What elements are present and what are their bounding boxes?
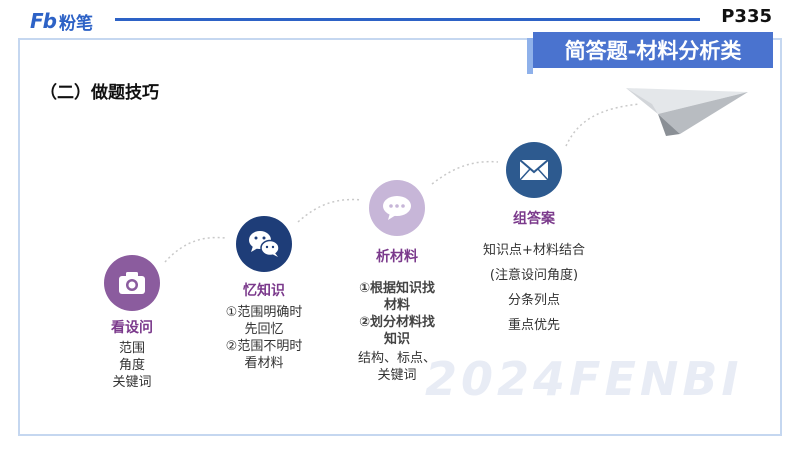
fenbi-logo: Fb 粉笔	[30, 8, 93, 34]
step2-line: ②范围不明时	[225, 339, 303, 354]
step4-circle	[506, 142, 562, 198]
step3-line: 知识	[383, 332, 410, 347]
wechat-icon	[249, 231, 280, 257]
step3-key-points: ①根据知识找 材料 ②划分材料找 知识	[347, 280, 447, 348]
slide-frame	[18, 38, 782, 436]
section-title: （二）做题技巧	[40, 83, 159, 103]
step4-line: 知识点+材料结合	[483, 243, 585, 258]
step2-circle	[236, 216, 292, 272]
step3-line: 材料	[383, 298, 410, 313]
logo-text: 粉笔	[58, 13, 93, 34]
step3-line: 关键词	[377, 368, 417, 383]
step1-title: 看设问	[111, 320, 153, 336]
paper-plane-icon	[626, 88, 748, 136]
step3-line: ②划分材料找	[358, 315, 435, 330]
step3-line: ①根据知识找	[358, 281, 435, 296]
step4-line: (注意设问角度)	[489, 268, 579, 283]
logo-fb-mark: Fb	[30, 9, 57, 33]
header-rule	[115, 18, 700, 21]
step1-description: 范围 角度 关键词	[92, 340, 172, 391]
step2-line: ①范围明确时	[225, 305, 303, 320]
step4-description: 知识点+材料结合 (注意设问角度) 分条列点 重点优先	[474, 238, 594, 338]
step2-line: 看材料	[244, 356, 284, 371]
step1-line: 范围	[118, 341, 145, 356]
envelope-icon	[519, 159, 549, 181]
step2-title: 忆知识	[243, 283, 285, 299]
page-number: P335	[721, 6, 772, 27]
step3-title: 析材料	[376, 249, 418, 265]
watermark: 2024FENBI	[425, 352, 743, 406]
camera-icon	[119, 272, 145, 294]
step4-title: 组答案	[513, 211, 555, 227]
step3-circle	[369, 180, 425, 236]
step4-line: 分条列点	[507, 293, 560, 308]
step1-line: 关键词	[112, 375, 152, 390]
step2-line: 先回忆	[244, 322, 284, 337]
banner-accent	[527, 38, 533, 74]
step4-line: 重点优先	[507, 318, 560, 333]
chat-bubble-icon	[383, 196, 411, 220]
step1-circle	[104, 255, 160, 311]
step3-description: 结构、标点、 关键词	[347, 350, 447, 384]
step2-description: ①范围明确时 先回忆 ②范围不明时 看材料	[214, 304, 314, 372]
topic-banner: 简答题-材料分析类	[533, 32, 773, 68]
step3-line: 结构、标点、	[357, 351, 436, 366]
step1-line: 角度	[118, 358, 145, 373]
